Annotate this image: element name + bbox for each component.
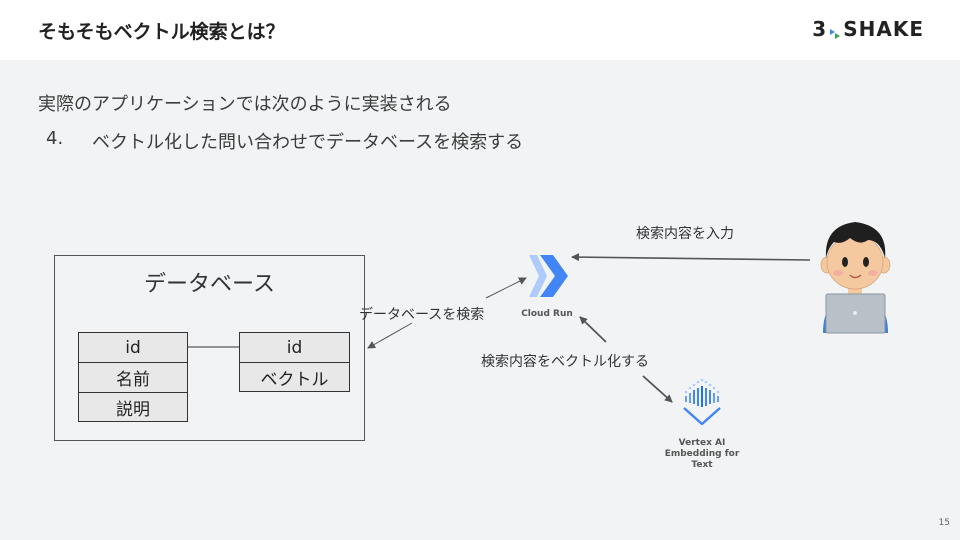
- vertex-ai-embedding-icon: [683, 378, 721, 426]
- slide-header: そもそもベクトル検索とは？ 3 SHAKE: [0, 0, 960, 60]
- cloud-run-icon: [529, 255, 568, 297]
- right-table-id: id: [239, 332, 350, 363]
- left-table-description: 説明: [78, 392, 188, 422]
- user-with-laptop-icon: [820, 222, 891, 334]
- database-title: データベース: [144, 272, 275, 297]
- vertex-caption-line-2: Embedding for: [664, 449, 740, 459]
- step-number: 4.: [46, 128, 64, 149]
- company-logo: 3 SHAKE: [812, 17, 924, 41]
- vertex-caption-line-1: Vertex AI: [678, 438, 726, 448]
- label-search-database: データベースを検索: [359, 307, 485, 323]
- logo-text-right: SHAKE: [843, 17, 924, 41]
- page-number: 15: [938, 518, 950, 528]
- arrow-vectorize-to-vertex: [642, 375, 673, 403]
- arrow-vectorize-to-cloud-run: [579, 316, 607, 343]
- logo-mark-icon: [829, 22, 841, 39]
- logo-text-left: 3: [812, 17, 828, 41]
- vertex-caption-line-3: Text: [691, 460, 713, 470]
- cloud-run-caption: Cloud Run: [521, 309, 573, 319]
- slide-title: そもそもベクトル検索とは？: [38, 21, 285, 43]
- vertex-ai-caption: Vertex AI Embedding for Text: [660, 438, 744, 471]
- label-input-query: 検索内容を入力: [636, 226, 734, 242]
- step-item: 4. ベクトル化した問い合わせでデータベースを検索する: [46, 128, 523, 154]
- arrow-user-to-cloud-run: [571, 253, 811, 262]
- label-vectorize-query: 検索内容をベクトル化する: [481, 354, 649, 370]
- left-table-id: id: [78, 332, 188, 363]
- arrow-to-database: [367, 322, 413, 349]
- step-text: ベクトル化した問い合わせでデータベースを検索する: [92, 132, 524, 153]
- lead-text: 実際のアプリケーションでは次のように実装される: [38, 94, 452, 115]
- right-table-vector: ベクトル: [239, 362, 350, 392]
- arrow-db-search-to-cloud-run: [485, 277, 527, 299]
